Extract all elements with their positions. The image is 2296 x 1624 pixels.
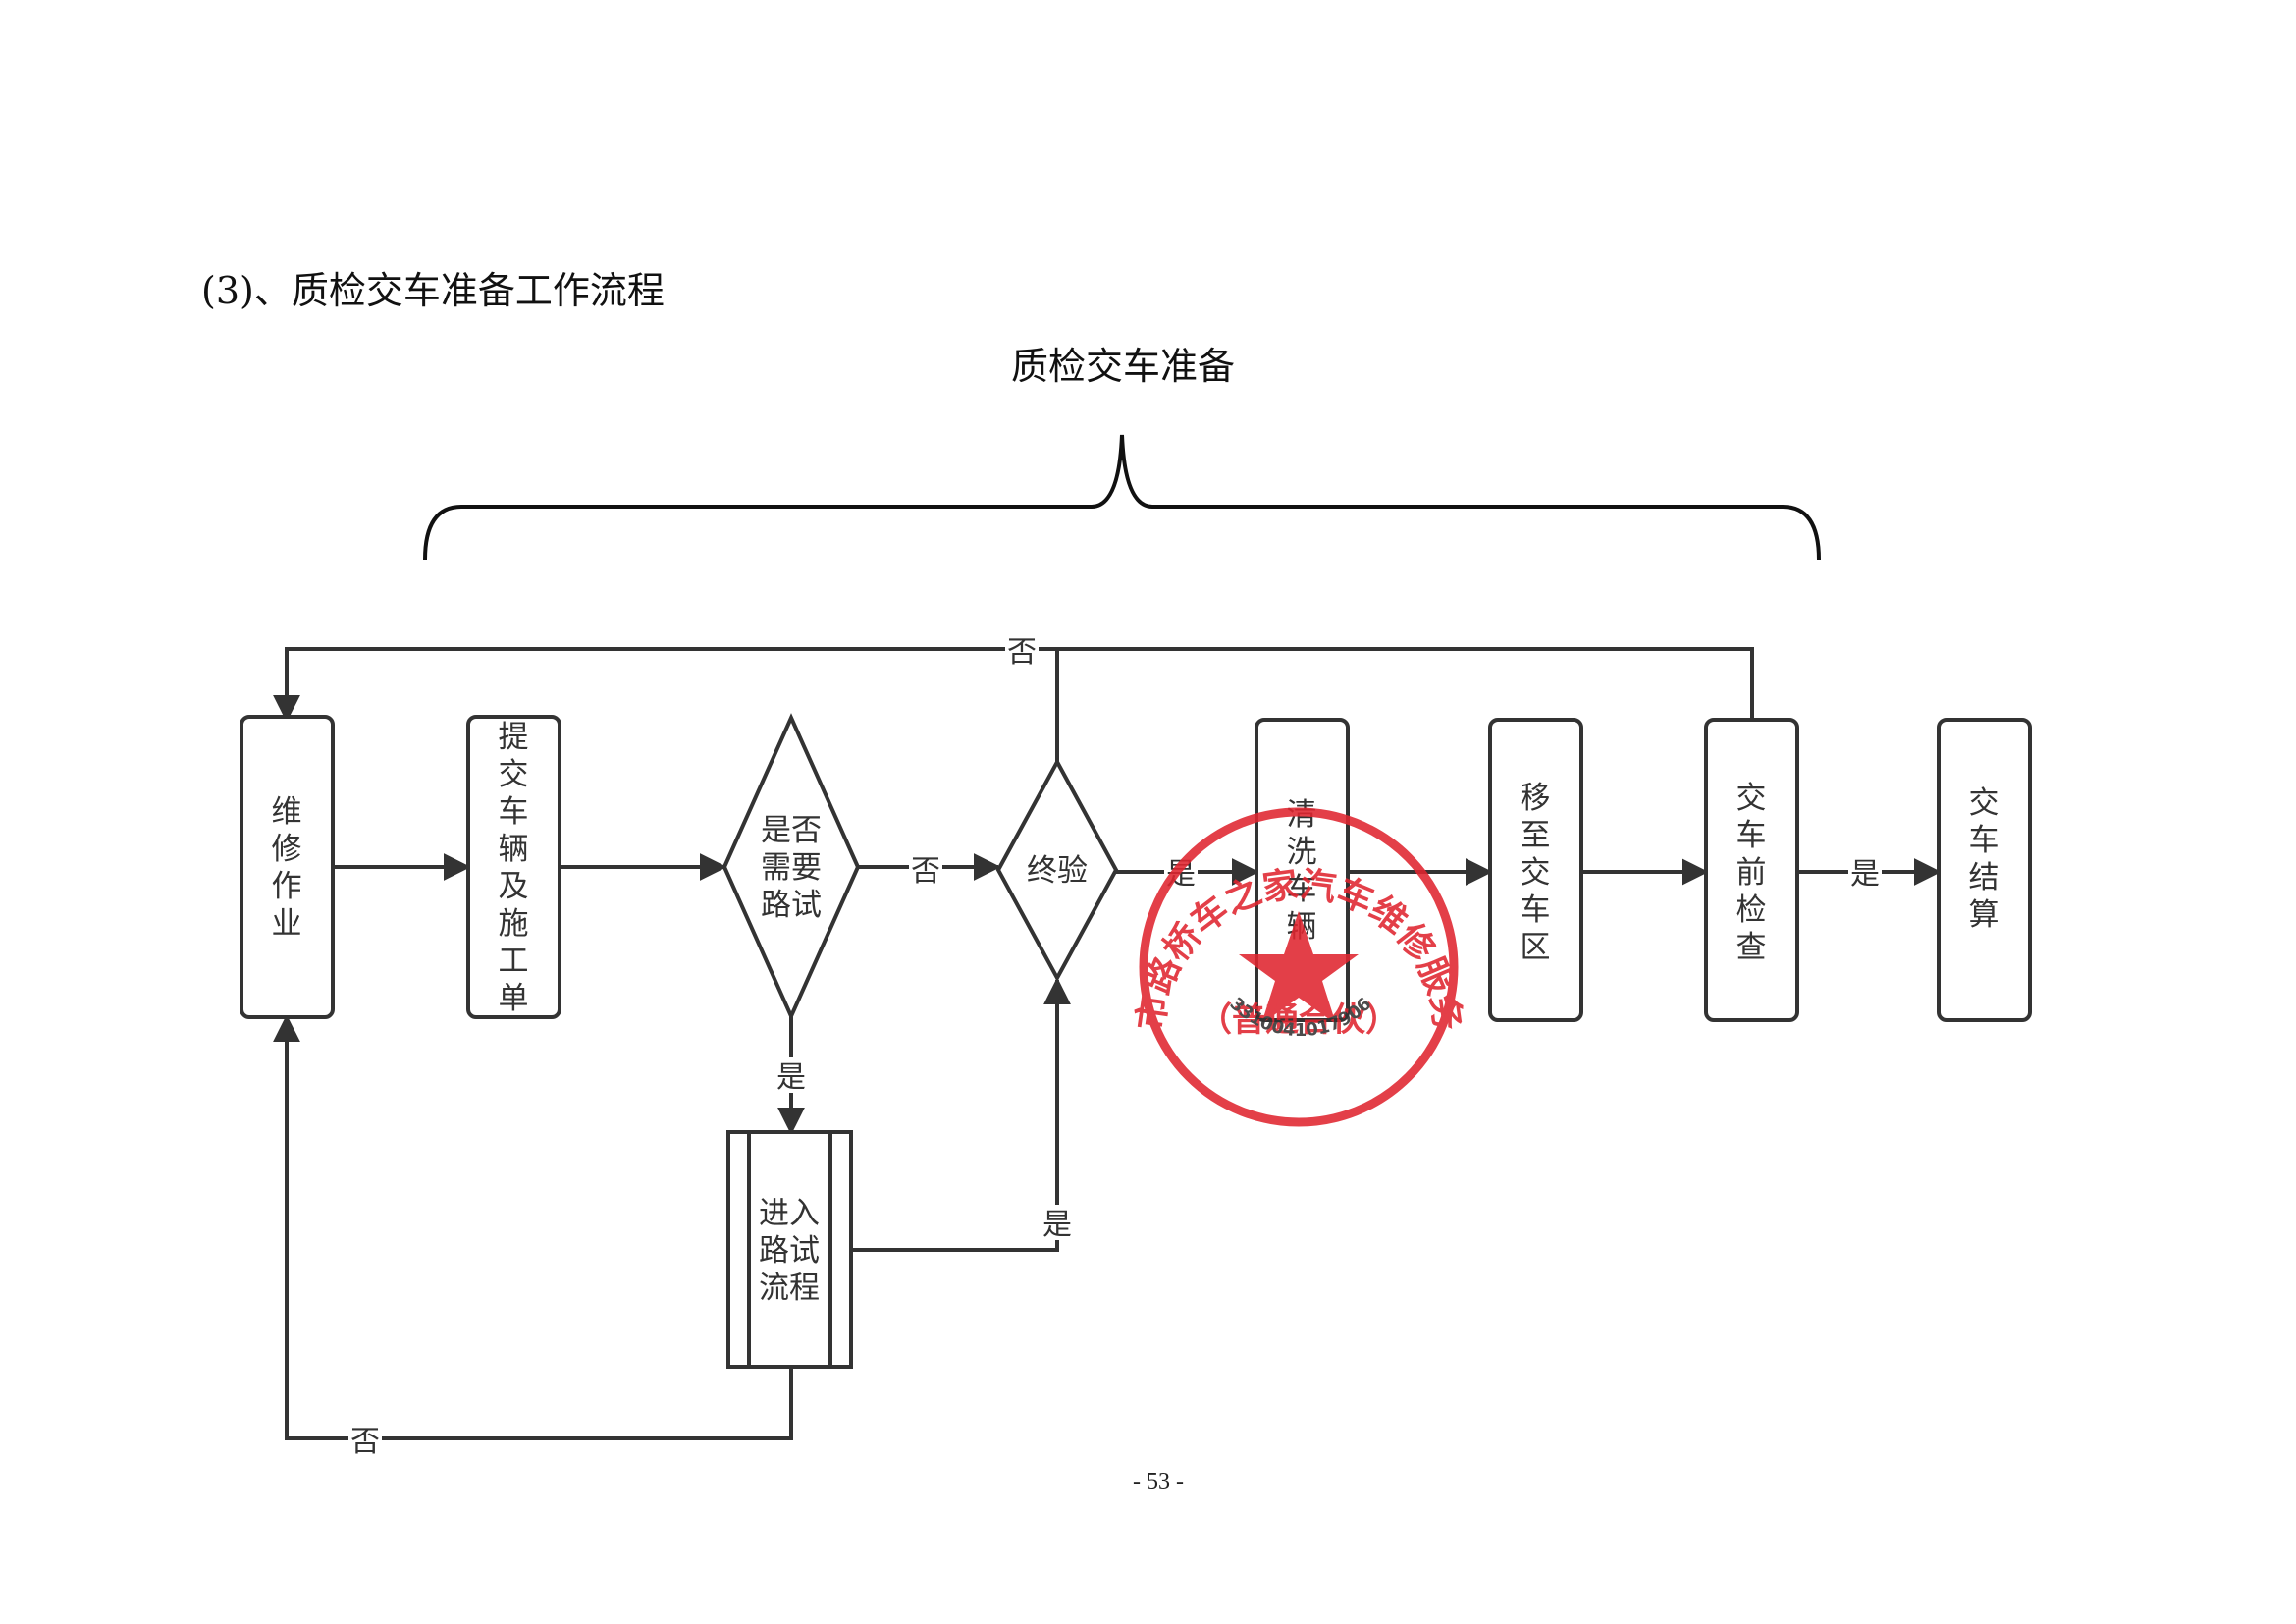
node-move-area-label: 移至交车区 <box>1521 781 1551 965</box>
edge-label-need-yes: 是 <box>776 1060 806 1095</box>
node-need-road-test-label: 是否需要路试 <box>761 813 822 923</box>
edge-label-roadtest-yes: 是 <box>1042 1208 1072 1242</box>
section-heading: (3)、质检交车准备工作流程 <box>201 269 665 312</box>
node-repair-label: 维修作业 <box>272 794 302 942</box>
edge-label-final-yes: 是 <box>1166 857 1196 892</box>
node-road-test-process-label: 进入路试流程 <box>759 1196 820 1306</box>
node-pre-delivery-check-label: 交车前检查 <box>1736 781 1767 965</box>
node-repair <box>240 715 335 1019</box>
title-brace <box>423 434 1821 561</box>
edge-roadtest-final <box>851 977 1071 1252</box>
node-need-road-test <box>721 713 861 1021</box>
edge-roadtest-repair <box>273 1014 793 1440</box>
node-submit <box>466 715 561 1019</box>
node-final-check-label: 终验 <box>1027 853 1088 889</box>
edge-label-precheck-yes: 是 <box>1850 857 1880 892</box>
node-settlement <box>1937 718 2032 1022</box>
node-pre-delivery-check <box>1704 718 1799 1022</box>
page-number: - 53 - <box>1133 1469 1184 1494</box>
node-settlement-label: 交车结算 <box>1969 785 2000 933</box>
node-move-area <box>1488 718 1583 1022</box>
edge-label-roadtest-no: 否 <box>350 1425 380 1459</box>
edge-label-final-no: 否 <box>1007 635 1037 670</box>
node-wash <box>1255 718 1350 1022</box>
diagram-title: 质检交车准备 <box>1011 345 1236 388</box>
edge-label-need-no: 否 <box>911 854 940 889</box>
node-final-check <box>995 757 1119 983</box>
node-submit-label: 提交车辆及施工单 <box>499 720 529 1016</box>
